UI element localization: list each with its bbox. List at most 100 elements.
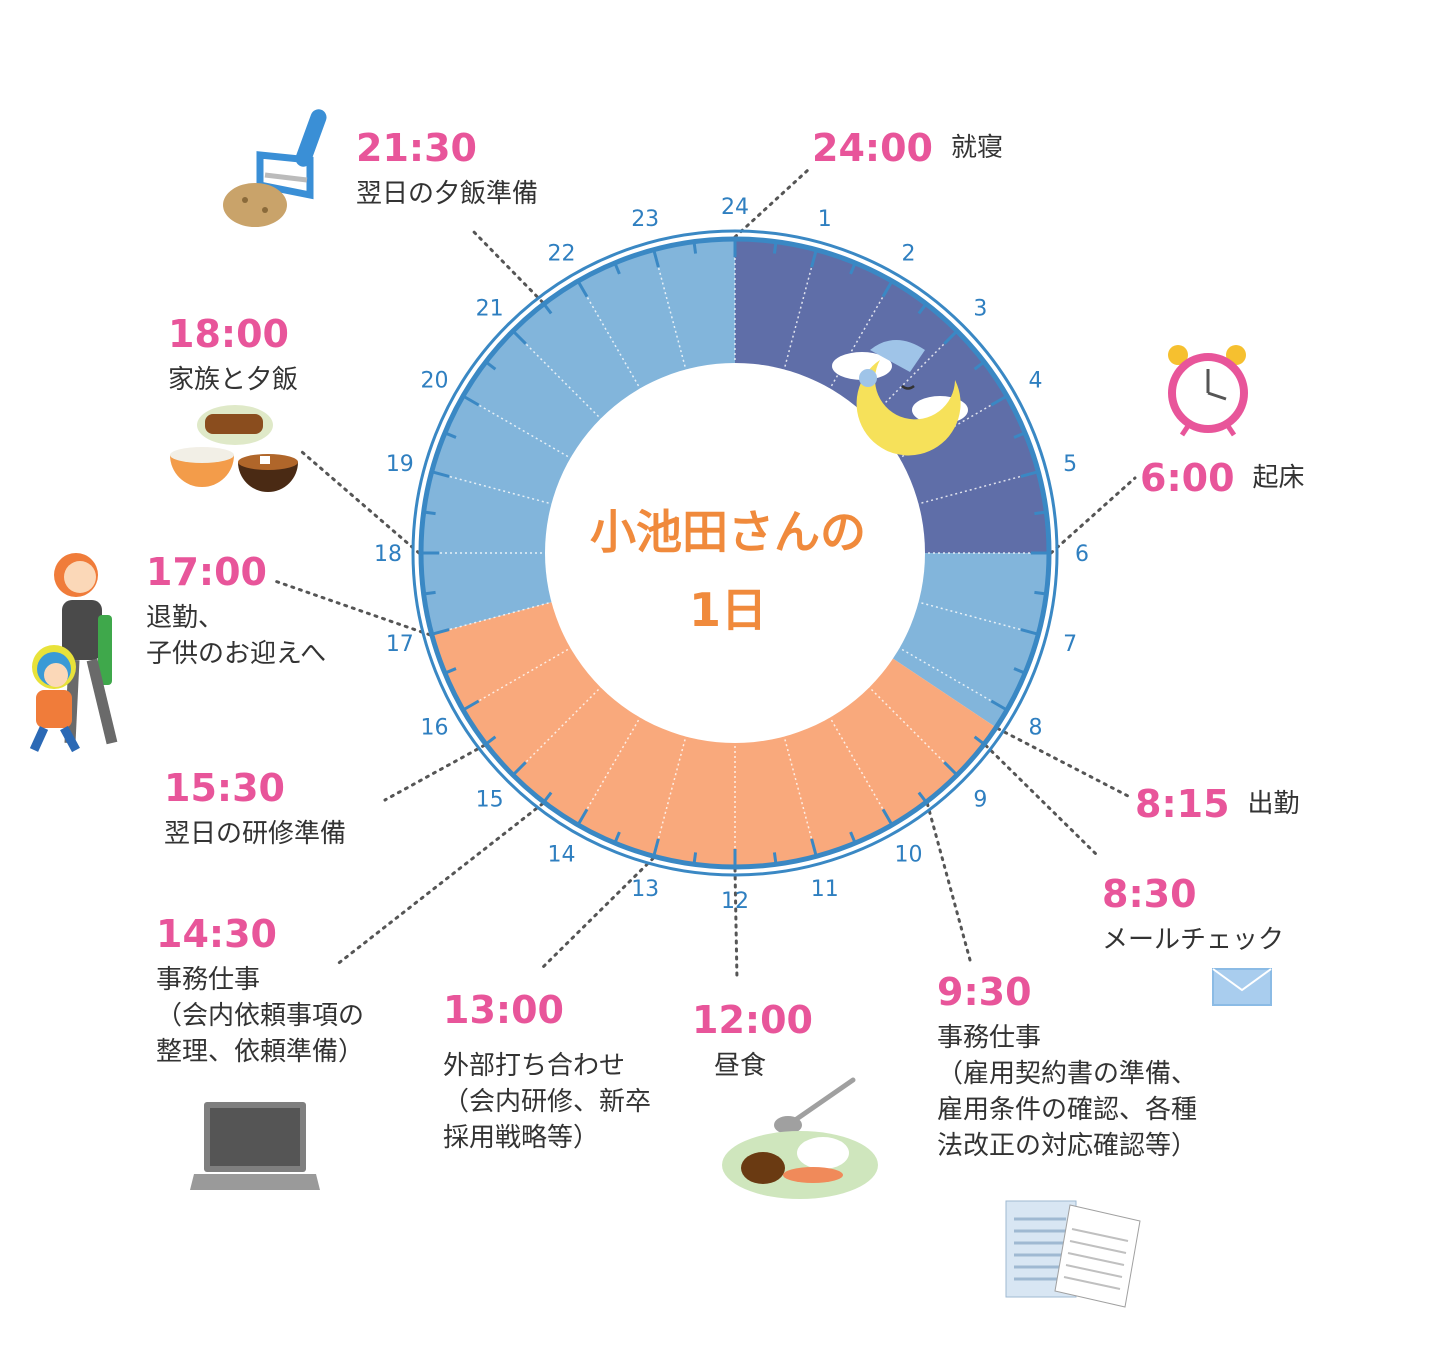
lunch-plate-icon	[722, 1077, 878, 1199]
hour-divider	[782, 251, 817, 372]
tick	[421, 590, 436, 596]
tick	[510, 761, 527, 778]
hour-label: 17	[386, 632, 414, 657]
event-1430: 14:30 事務仕事 （会内依頼事項の 整理、依頼準備）	[156, 912, 364, 1070]
tick	[442, 667, 457, 676]
hour-label: 14	[548, 843, 576, 868]
tick	[510, 328, 527, 345]
event-time: 24:00	[812, 126, 933, 170]
hour-label: 22	[548, 241, 576, 266]
hour-divider	[867, 685, 957, 775]
hour-label: 19	[386, 452, 414, 477]
event-time: 17:00	[146, 550, 267, 594]
hour-label: 11	[811, 877, 839, 902]
connector-e1430	[333, 802, 545, 968]
tick	[973, 735, 987, 747]
tick	[990, 393, 1010, 407]
tick	[541, 301, 553, 315]
event-time: 8:15	[1135, 782, 1230, 826]
hour-label: 4	[1029, 369, 1043, 394]
documents-icon	[1005, 1200, 1141, 1308]
tick	[881, 278, 895, 298]
hour-label: 18	[374, 542, 402, 567]
tick	[1034, 510, 1049, 516]
tick	[692, 239, 698, 254]
tick	[421, 510, 436, 516]
event-label: 翌日の夕飯準備	[356, 179, 539, 209]
hour-label: 21	[476, 297, 504, 322]
tick	[612, 831, 621, 846]
hour-label: 6	[1075, 542, 1089, 567]
event-label: 退勤、 子供のお迎えへ	[146, 603, 327, 669]
tick	[772, 239, 778, 254]
event-label: 事務仕事 （雇用契約書の準備、 雇用条件の確認、各種 法改正の対応確認等）	[937, 1023, 1198, 1161]
hour-divider	[578, 282, 642, 391]
hour-label: 23	[631, 207, 659, 232]
event-label: 翌日の研修準備	[164, 819, 347, 849]
event-label: 出勤	[1247, 789, 1300, 819]
connector-e0600	[1049, 476, 1137, 555]
event-label: 昼食	[714, 1051, 767, 1081]
tick	[575, 808, 589, 828]
connector-e0815	[996, 727, 1130, 798]
tick	[429, 628, 450, 637]
event-1700: 17:00 退勤、 子供のお迎えへ	[146, 550, 326, 672]
hour-divider	[653, 734, 688, 855]
connector-lines	[270, 168, 1137, 982]
tick	[810, 247, 819, 268]
tick	[917, 301, 929, 315]
event-time: 13:00	[443, 988, 564, 1032]
tick	[651, 247, 660, 268]
tick	[1013, 430, 1028, 439]
tick	[943, 761, 960, 778]
event-time: 8:30	[1102, 872, 1197, 916]
tick	[943, 328, 960, 345]
event-time: 14:30	[156, 912, 277, 956]
hour-label: 1	[818, 207, 832, 232]
hour-label: 5	[1063, 452, 1077, 477]
tick	[442, 430, 457, 439]
event-label: メールチェック	[1102, 925, 1285, 955]
tick	[651, 838, 660, 859]
sleeping-moon-icon	[832, 340, 968, 456]
hour-label: 8	[1029, 716, 1043, 741]
segment-sleep	[735, 241, 1047, 553]
hour-label: 9	[973, 787, 987, 812]
event-time: 21:30	[356, 126, 477, 170]
event-2130: 21:30 翌日の夕飯準備	[356, 126, 538, 212]
event-time: 6:00	[1140, 456, 1235, 500]
hour-divider	[433, 600, 554, 635]
hour-divider	[916, 471, 1037, 506]
outer-ring	[411, 229, 1059, 877]
alarm-clock-icon	[1168, 345, 1248, 437]
hour-label: 10	[895, 843, 923, 868]
connector-e1200	[733, 867, 739, 982]
hour-divider	[828, 715, 892, 824]
tick	[575, 278, 589, 298]
tick	[692, 852, 698, 867]
connector-e0930	[925, 802, 972, 962]
connector-e1800	[300, 450, 421, 555]
hour-label: 3	[973, 297, 987, 322]
hour-label: 20	[420, 369, 448, 394]
event-label: 就寝	[950, 133, 1003, 163]
event-0830: 8:30 メールチェック	[1102, 872, 1284, 958]
tick	[772, 852, 778, 867]
hour-label: 13	[631, 877, 659, 902]
tick	[1020, 628, 1041, 637]
tick	[917, 791, 929, 805]
hour-divider	[578, 715, 642, 824]
hour-divider	[433, 471, 554, 506]
connector-e2400	[733, 168, 810, 239]
event-label: 事務仕事 （会内依頼事項の 整理、依頼準備）	[156, 965, 365, 1067]
hour-divider	[464, 646, 573, 710]
hour-label: 16	[420, 716, 448, 741]
